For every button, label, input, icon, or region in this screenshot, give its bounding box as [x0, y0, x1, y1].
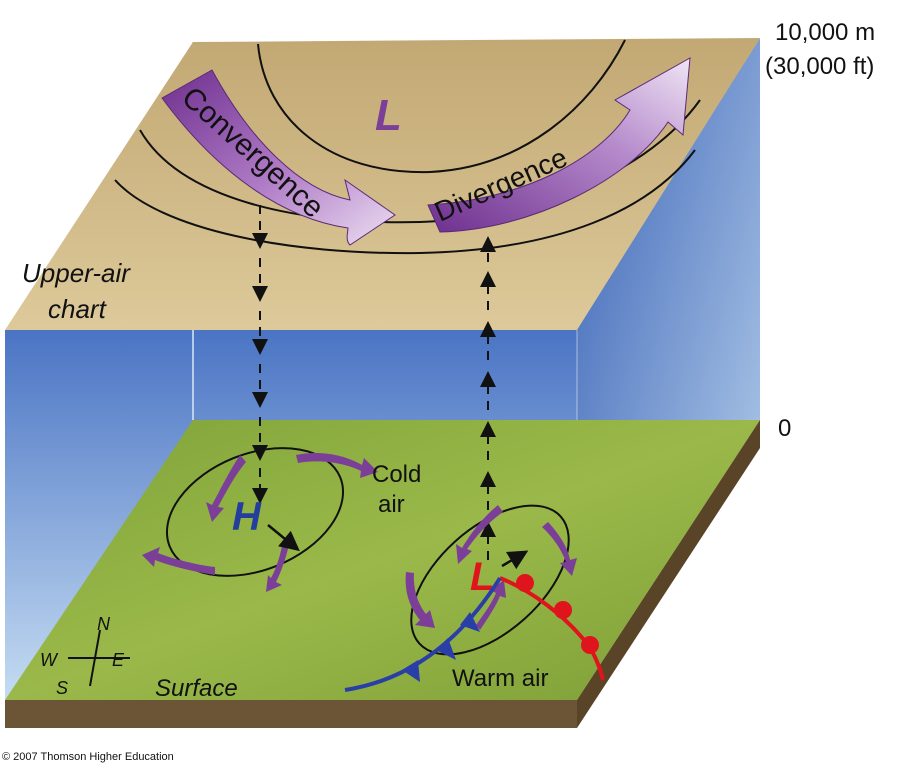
cold-air-label-line2: air: [378, 491, 405, 518]
convergence-arrow: [161, 69, 396, 246]
compass-north: N: [97, 614, 111, 634]
compass-west: W: [40, 650, 59, 670]
low-isobar: [410, 504, 570, 656]
soil-front: [5, 700, 577, 728]
soil-right: [577, 420, 760, 728]
top-height-ft-label: (30,000 ft): [765, 53, 874, 80]
compass-south: S: [56, 678, 68, 698]
ground-height-label: 0: [778, 415, 791, 442]
upper-contours: [114, 39, 701, 255]
divergence-arrow: [427, 57, 691, 233]
compass-icon: N S E W: [40, 614, 130, 698]
high-outflow-arrows: [142, 453, 378, 592]
cold-front: [344, 576, 502, 692]
high-pressure-symbol: H: [232, 495, 262, 539]
upper-low-symbol: L: [375, 91, 402, 140]
cold-air-label-line1: Cold: [372, 461, 421, 488]
warm-front: [499, 574, 605, 681]
surface-plane: [5, 420, 760, 700]
low-inflow-arrows: [405, 505, 577, 630]
upper-air-label-line1: Upper-air: [22, 258, 131, 288]
copyright-text: © 2007 Thomson Higher Education: [2, 751, 174, 763]
surface-label: Surface: [155, 675, 238, 702]
top-height-label: 10,000 m: [775, 19, 875, 46]
upper-air-label-line2: chart: [48, 294, 108, 324]
warm-air-label: Warm air: [452, 665, 548, 692]
compass-east: E: [112, 650, 125, 670]
